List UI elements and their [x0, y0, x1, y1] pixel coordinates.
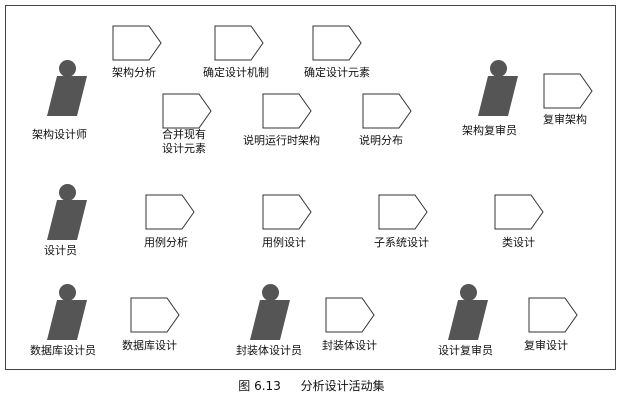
- activity-label-incorporate-existing-1: 合并现有: [162, 128, 206, 141]
- actor-head-icon: [490, 60, 507, 77]
- actor-head-icon: [59, 184, 76, 201]
- actor-label-design-reviewer: 设计复审员: [438, 344, 493, 357]
- activity-label-use-case-design: 用例设计: [262, 236, 306, 249]
- diagram-frame: [5, 5, 616, 370]
- activity-label-incorporate-existing-2: 设计元素: [162, 142, 206, 155]
- activity-shape-database-design: [130, 297, 180, 333]
- activity-label-capsule-design: 封装体设计: [322, 339, 377, 352]
- activity-label-review-design: 复审设计: [524, 339, 568, 352]
- activity-shape-capsule-design: [325, 297, 375, 333]
- activity-label-review-architecture: 复审架构: [543, 113, 587, 126]
- activity-shape-review-design: [528, 297, 578, 333]
- actor-label-architecture-reviewer: 架构复审员: [462, 124, 517, 137]
- activity-shape-architectural-analysis: [112, 25, 162, 61]
- actor-label-designer: 设计员: [44, 244, 77, 257]
- actor-database-designer: [47, 284, 87, 342]
- actor-architect: [47, 60, 87, 118]
- actor-body-icon: [448, 300, 488, 340]
- actor-designer: [47, 184, 87, 242]
- actor-body-icon: [47, 300, 87, 340]
- activity-shape-identify-design-mechanisms: [214, 25, 264, 61]
- actor-head-icon: [59, 284, 76, 301]
- activity-label-describe-distribution: 说明分布: [359, 134, 403, 147]
- activity-label-identify-design-mechanisms: 确定设计机制: [203, 66, 269, 79]
- activity-label-describe-runtime-architecture: 说明运行时架构: [243, 134, 320, 147]
- activity-shape-use-case-design: [262, 194, 312, 230]
- activity-label-database-design: 数据库设计: [122, 339, 177, 352]
- actor-head-icon: [460, 284, 477, 301]
- activity-label-subsystem-design: 子系统设计: [374, 236, 429, 249]
- actor-body-icon: [47, 200, 87, 240]
- activity-shape-incorporate-existing: [162, 93, 212, 129]
- activity-label-identify-design-elements: 确定设计元素: [304, 66, 370, 79]
- actor-label-database-designer: 数据库设计员: [30, 344, 96, 357]
- activity-label-class-design: 类设计: [502, 236, 535, 249]
- actor-architecture-reviewer: [478, 60, 518, 118]
- figure-caption: 图 6.13 分析设计活动集: [0, 378, 623, 394]
- figure-number: 图 6.13: [238, 379, 281, 393]
- actor-label-capsule-designer: 封装体设计员: [236, 344, 302, 357]
- activity-shape-describe-distribution: [362, 93, 412, 129]
- activity-label-use-case-analysis: 用例分析: [144, 236, 188, 249]
- actor-label-architect: 架构设计师: [32, 128, 87, 141]
- activity-label-architectural-analysis: 架构分析: [112, 66, 156, 79]
- actor-head-icon: [262, 284, 279, 301]
- activity-shape-describe-runtime-architecture: [262, 93, 312, 129]
- activity-shape-subsystem-design: [378, 194, 428, 230]
- actor-body-icon: [47, 76, 87, 116]
- actor-design-reviewer: [448, 284, 488, 342]
- actor-capsule-designer: [250, 284, 290, 342]
- actor-body-icon: [478, 76, 518, 116]
- activity-shape-review-architecture: [543, 73, 593, 109]
- activity-shape-identify-design-elements: [312, 25, 362, 61]
- actor-body-icon: [250, 300, 290, 340]
- actor-head-icon: [59, 60, 76, 77]
- figure-title: 分析设计活动集: [300, 379, 385, 393]
- activity-shape-use-case-analysis: [145, 194, 195, 230]
- activity-shape-class-design: [494, 194, 544, 230]
